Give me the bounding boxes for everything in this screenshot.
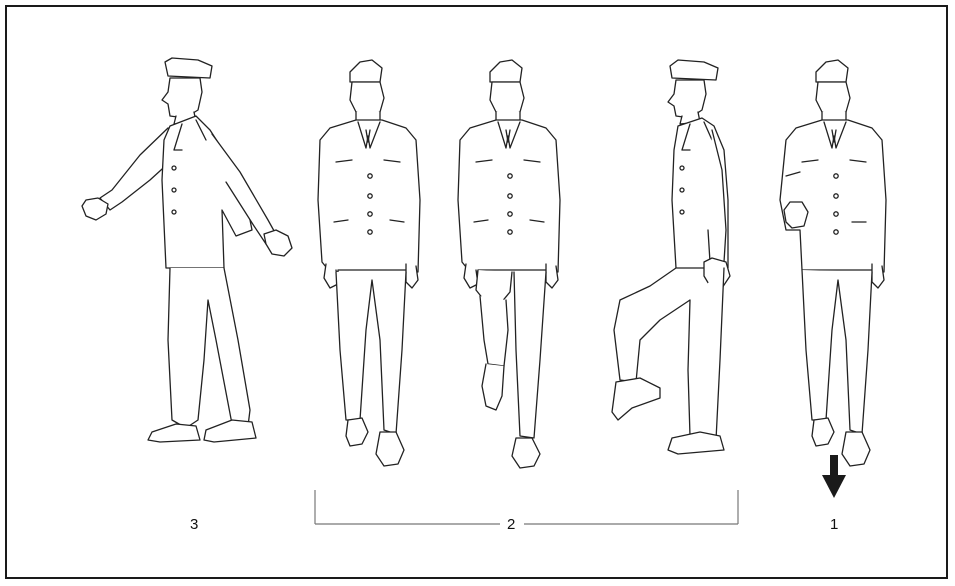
figure-standing-front-fist [780, 60, 886, 466]
down-arrow-icon [822, 455, 846, 498]
step-label-3: 3 [190, 516, 198, 533]
figure-walking-side [82, 58, 292, 442]
step-label-2: 2 [507, 516, 515, 533]
step-label-1: 1 [830, 516, 838, 533]
step-2-bracket [315, 490, 738, 524]
figure-knee-raised-front [458, 60, 560, 468]
figure-standing-front [318, 60, 420, 466]
figure-knee-raised-side [612, 60, 730, 454]
